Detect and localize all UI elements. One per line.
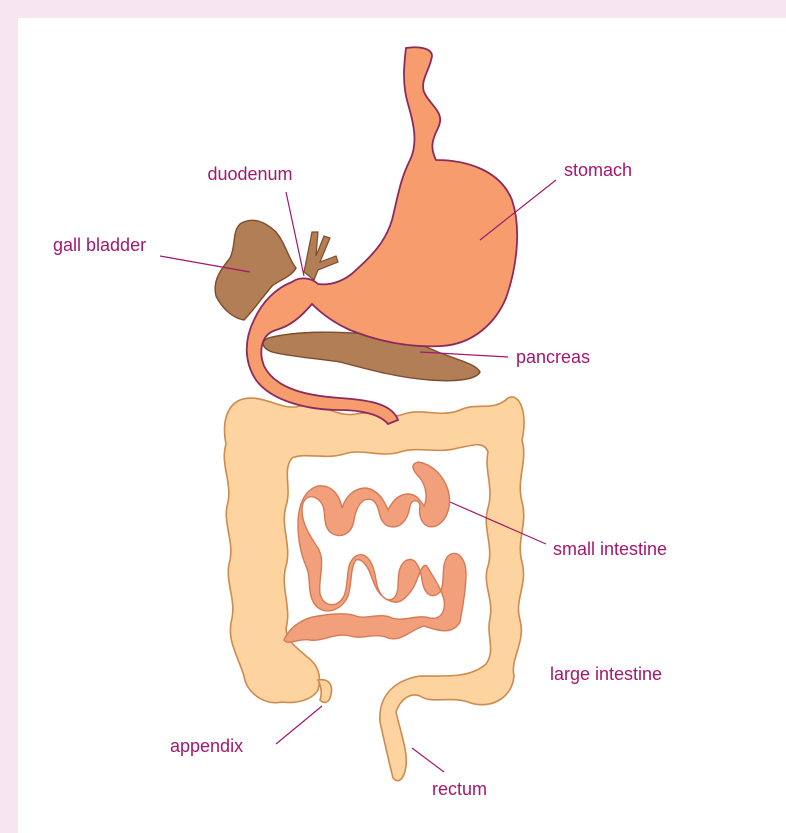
label-pancreas: pancreas <box>516 347 590 367</box>
label-duodenum: duodenum <box>207 164 292 184</box>
label-appendix: appendix <box>170 736 243 756</box>
small-intestine-shape <box>284 462 466 642</box>
label-rectum: rectum <box>432 779 487 799</box>
large-intestine-shape <box>224 397 524 781</box>
label-large-intestine: large intestine <box>550 664 662 684</box>
label-gall-bladder: gall bladder <box>53 235 146 255</box>
leader-line-appendix <box>276 706 322 744</box>
label-stomach: stomach <box>564 160 632 180</box>
bile-duct-shape <box>304 232 338 280</box>
appendix-shape <box>318 680 332 703</box>
leader-line-rectum <box>412 748 444 772</box>
label-small-intestine: small intestine <box>553 539 667 559</box>
